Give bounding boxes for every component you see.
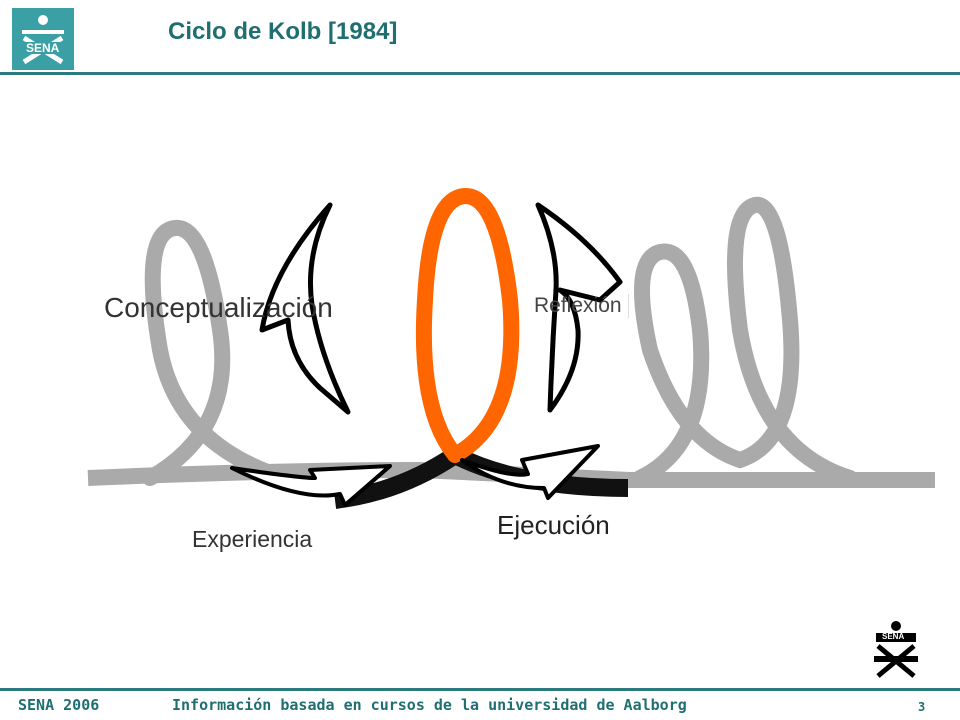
label-conceptualizacion: Conceptualización <box>104 292 333 323</box>
gray-loop-left <box>142 220 293 486</box>
logo-text: SENA <box>26 41 60 55</box>
label-reflexion: Reflexión <box>528 294 629 318</box>
logo-bottom-text: SENA <box>882 632 905 641</box>
sena-logo-bottom: SENA <box>870 620 922 678</box>
orange-loop <box>415 188 520 463</box>
ejecucion-arrow <box>460 444 600 500</box>
label-ejecucion: Ejecución <box>497 510 610 540</box>
conceptualizacion-arrow <box>259 202 351 415</box>
sena-logo-top: SENA <box>12 8 74 70</box>
footer-divider <box>0 688 960 691</box>
label-experiencia: Experiencia <box>192 526 313 552</box>
reflexion-arrow <box>535 202 623 413</box>
header-divider <box>0 72 960 75</box>
page-title: Ciclo de Kolb [1984] <box>168 18 398 45</box>
footer-source: Información basada en cursos de la unive… <box>172 696 687 714</box>
page-number: 3 <box>918 700 926 714</box>
gray-loop-right <box>632 196 858 486</box>
footer-organization: SENA 2006 <box>18 696 100 714</box>
experiencia-arrow <box>230 464 392 507</box>
